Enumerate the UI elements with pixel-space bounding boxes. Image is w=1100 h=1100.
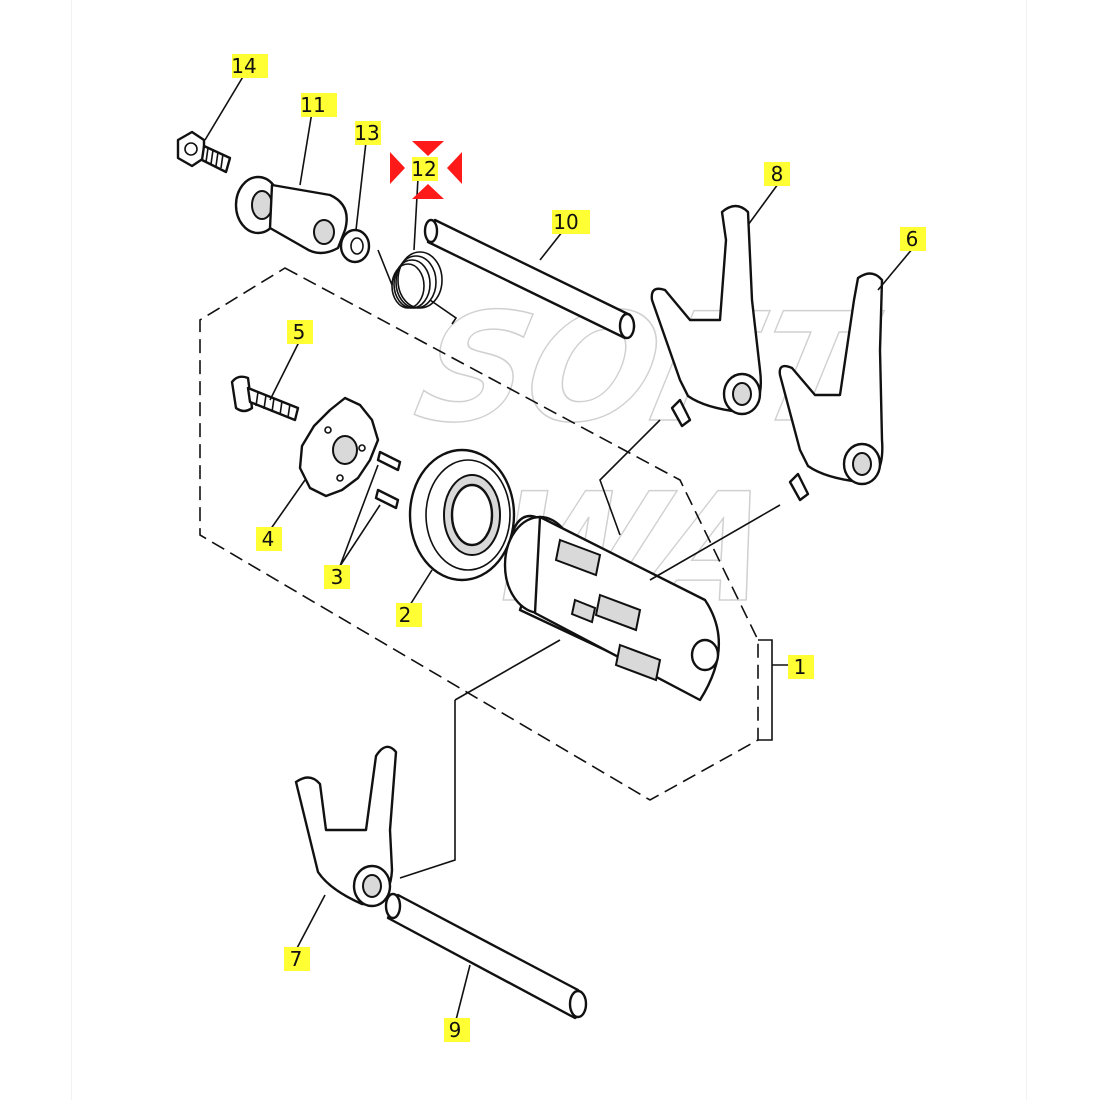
watermark: SOFT WA (402, 280, 891, 637)
assembly-bracket (758, 639, 773, 741)
part-shift-fork-7 (294, 745, 398, 908)
callout-5[interactable]: 5 (287, 320, 313, 344)
svg-text:5: 5 (293, 320, 306, 344)
part-shaft-10 (423, 218, 636, 340)
part-shaft-9 (384, 892, 588, 1020)
part-bolt-5 (230, 375, 300, 422)
callout-11[interactable]: 11 (300, 93, 337, 117)
svg-text:9: 9 (449, 1018, 462, 1042)
svg-text:1: 1 (794, 655, 807, 679)
svg-text:4: 4 (262, 527, 275, 551)
part-bolt-14 (176, 130, 232, 174)
part-shift-lever-11 (234, 175, 348, 255)
part-shift-fork-8 (650, 204, 762, 428)
part-bearing-2 (408, 448, 516, 582)
callout-6[interactable]: 6 (900, 227, 926, 251)
svg-text:12: 12 (411, 157, 436, 181)
part-segment-plate-4 (298, 396, 380, 498)
part-spring-12 (377, 249, 458, 325)
svg-text:6: 6 (906, 227, 919, 251)
callout-3[interactable]: 3 (324, 565, 350, 589)
part-dowel-pins-3 (374, 450, 402, 510)
callout-13[interactable]: 13 (354, 121, 381, 145)
svg-text:7: 7 (290, 947, 303, 971)
assembly-boundary (199, 267, 759, 801)
callout-4[interactable]: 4 (256, 527, 282, 551)
callout-9[interactable]: 9 (444, 1018, 470, 1042)
callout-1[interactable]: 1 (788, 655, 814, 679)
callout-7[interactable]: 7 (284, 947, 310, 971)
part-washer-13 (339, 228, 371, 264)
svg-text:13: 13 (354, 121, 379, 145)
svg-text:8: 8 (771, 162, 784, 186)
svg-text:10: 10 (553, 210, 578, 234)
part-shift-fork-6 (778, 272, 884, 502)
callout-8[interactable]: 8 (764, 162, 790, 186)
leader-lines (204, 74, 914, 1021)
callout-2[interactable]: 2 (396, 603, 422, 627)
callout-14[interactable]: 14 (231, 54, 268, 78)
callout-10[interactable]: 10 (552, 210, 590, 234)
svg-text:11: 11 (300, 93, 325, 117)
part-shift-drum-1 (503, 514, 721, 702)
svg-text:3: 3 (331, 565, 344, 589)
selection-marker (390, 141, 462, 199)
svg-text:14: 14 (231, 54, 256, 78)
callout-12[interactable]: 12 (411, 157, 438, 181)
svg-text:2: 2 (399, 603, 412, 627)
